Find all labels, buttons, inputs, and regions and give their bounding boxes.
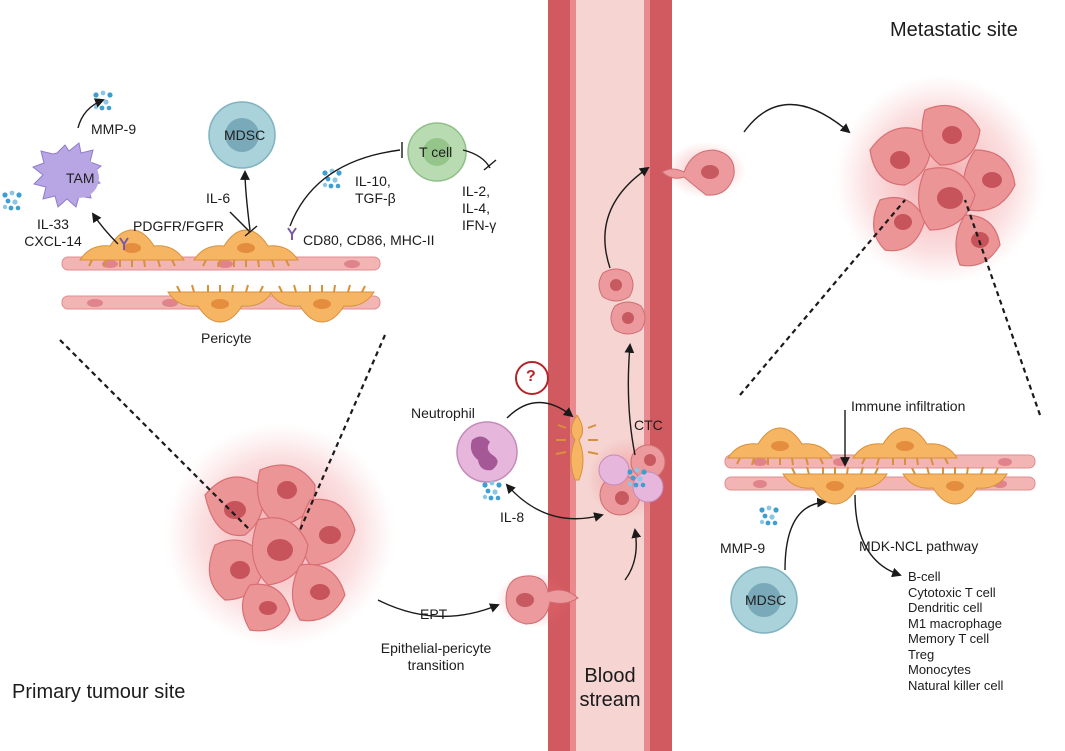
metastatic-tumour-icon (835, 75, 1045, 285)
pericyte-in-vessel-icon (555, 414, 599, 481)
mdsc-inhibit-line (229, 211, 251, 233)
mdsc-bottom-label: MDSC (745, 592, 787, 608)
immune-infiltration-label: Immune infiltration (851, 398, 966, 414)
tam-to-mmp9-arrow (77, 98, 105, 129)
list-item: Monocytes (908, 662, 971, 677)
neutrophil-ctc-arrow (505, 483, 604, 522)
metastatic-vessel-wall (724, 427, 1036, 505)
list-item: B-cell (908, 569, 941, 584)
to-metastatic-site-arrow (743, 103, 851, 134)
tam-label: TAM (66, 170, 95, 186)
mdk-ncl-arrow (854, 494, 902, 578)
mmp9-bottom-label: MMP-9 (720, 540, 766, 556)
list-item: M1 macrophage (908, 615, 1002, 631)
blood-stream-title: Blood stream (579, 665, 641, 711)
il8-label: IL-8 (500, 509, 525, 525)
zoom-dashed-lines (59, 199, 1042, 531)
mmp9-top-label: MMP-9 (91, 121, 137, 137)
list-item: Dendritic cell (908, 600, 983, 615)
blood-vessel (548, 0, 672, 751)
ept-arrow (377, 599, 500, 617)
t-cell-icon (407, 122, 467, 182)
ept-label: EPT (420, 606, 448, 622)
receptor-icons (119, 227, 297, 250)
neutrophil-label: Neutrophil (411, 405, 475, 421)
mmp9-bottom-particles-icon (759, 505, 779, 526)
primary-tumour-icon (165, 423, 395, 647)
t-cell-label: T cell (419, 144, 453, 160)
mdsc-bottom-cell-icon (730, 566, 798, 634)
list-item: Natural killer cell (908, 677, 1004, 693)
ctc-cluster-icon (588, 438, 668, 518)
list-item: Memory T cell (908, 631, 990, 646)
neutrophil-cell-icon (456, 421, 518, 483)
metastatic-site-title: Metastatic site (890, 19, 1018, 41)
intravasation-arrow (624, 528, 642, 581)
il6-label: IL-6 (206, 190, 231, 206)
pdgfr-fgfr-label: PDGFR/FGFR (133, 218, 224, 234)
primary-vessel-wall (61, 229, 381, 323)
mdsc-top-cell-icon (208, 101, 276, 169)
neutrophil-to-pericyte-arrow (506, 401, 574, 419)
question-ring-icon (515, 361, 549, 395)
intravasating-cell-icon (495, 572, 579, 628)
cd80-cd86-mhcii-label: CD80, CD86, MHC-II (303, 232, 435, 248)
tam-cell-icon (31, 142, 103, 208)
il33-particles-icon (2, 190, 22, 211)
list-item: Treg (908, 646, 935, 662)
mmp9-bottom-arrow (784, 497, 827, 571)
pericyte-label: Pericyte (201, 330, 252, 346)
il2-il4-ifn-label: IL-2,IL-4,IFN-γ (462, 183, 497, 233)
ctc-label: CTC (634, 417, 663, 433)
mdk-ncl-label: MDK-NCL pathway (859, 538, 979, 554)
il10-tgfb-label: IL-10,TGF-β (355, 173, 396, 206)
mdsc-top-label: MDSC (224, 127, 266, 143)
question-mark-label: ? (526, 368, 536, 385)
tcell-to-il-line (462, 149, 491, 169)
immune-cell-list: B-cell Cytotoxic T cell Dendritic cell M… (908, 569, 1003, 693)
list-item: Cytotoxic T cell (908, 584, 996, 600)
pericyte-to-tcell-line (289, 149, 401, 227)
il8-particles-icon (482, 480, 502, 501)
extravasating-cell-icon (661, 142, 746, 198)
ctc-to-extravasation-arrow (604, 166, 650, 269)
il6-to-mdsc-arrow (240, 170, 251, 231)
pdgfr-to-tam-arrow (91, 212, 119, 245)
il-inhibit-bar (483, 159, 497, 171)
mdsc-inhibit-bar (244, 225, 258, 237)
primary-site-title: Primary tumour site (12, 681, 186, 703)
ctc-upward-arrow (624, 343, 636, 456)
